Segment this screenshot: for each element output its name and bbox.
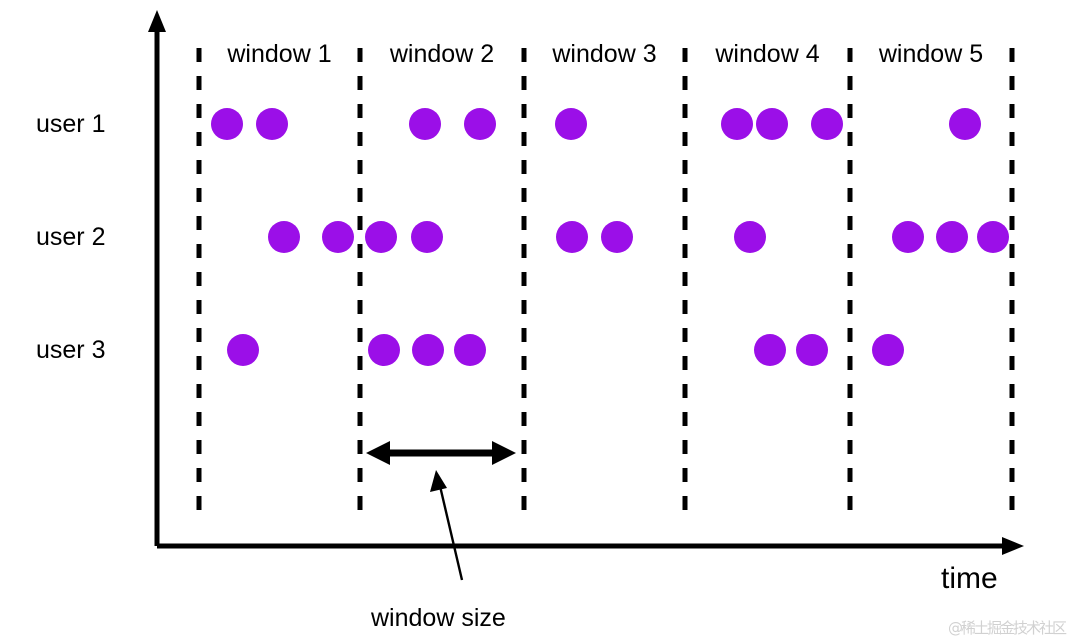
window-label-4: window 4 — [715, 40, 820, 68]
event-dots — [211, 108, 1009, 366]
window-dividers — [196, 48, 1015, 520]
event-dot — [734, 221, 766, 253]
event-dot — [756, 108, 788, 140]
window-size-pointer-line — [438, 485, 464, 581]
window-size-label: window size — [371, 604, 506, 632]
row-label-user-2: user 2 — [36, 223, 106, 251]
window-size-pointer-head — [430, 470, 447, 492]
event-dot — [811, 108, 843, 140]
x-axis-label: time — [941, 562, 998, 595]
event-dot — [409, 108, 441, 140]
event-dot — [256, 108, 288, 140]
window-size-arrow-head-left — [366, 441, 390, 465]
window-label-5: window 5 — [878, 40, 984, 68]
x-axis-arrowhead — [1002, 537, 1024, 555]
event-dot — [872, 334, 904, 366]
row-label-user-3: user 3 — [36, 336, 106, 364]
event-dot — [412, 334, 444, 366]
event-dot — [977, 221, 1009, 253]
watermark: @稀土掘金技术社区 — [947, 619, 1067, 637]
event-dot — [892, 221, 924, 253]
event-dot — [556, 221, 588, 253]
event-dot — [754, 334, 786, 366]
window-size-pointer — [430, 470, 464, 581]
event-dot — [949, 108, 981, 140]
event-dot — [721, 108, 753, 140]
event-dot — [796, 334, 828, 366]
event-dot — [555, 108, 587, 140]
event-dot — [454, 334, 486, 366]
event-dot — [368, 334, 400, 366]
event-dot — [411, 221, 443, 253]
event-dot — [936, 221, 968, 253]
event-dot — [211, 108, 243, 140]
window-label-2: window 2 — [389, 40, 495, 68]
event-dot — [464, 108, 496, 140]
event-dot — [268, 221, 300, 253]
y-axis-arrowhead — [148, 10, 166, 32]
window-size-arrow-head-right — [492, 441, 516, 465]
event-dot — [601, 221, 633, 253]
event-dot — [365, 221, 397, 253]
event-dot — [322, 221, 354, 253]
window-label-1: window 1 — [227, 40, 332, 68]
window-label-3: window 3 — [552, 40, 657, 68]
row-label-user-1: user 1 — [36, 110, 106, 138]
window-size-arrow — [366, 441, 516, 465]
event-dot — [227, 334, 259, 366]
